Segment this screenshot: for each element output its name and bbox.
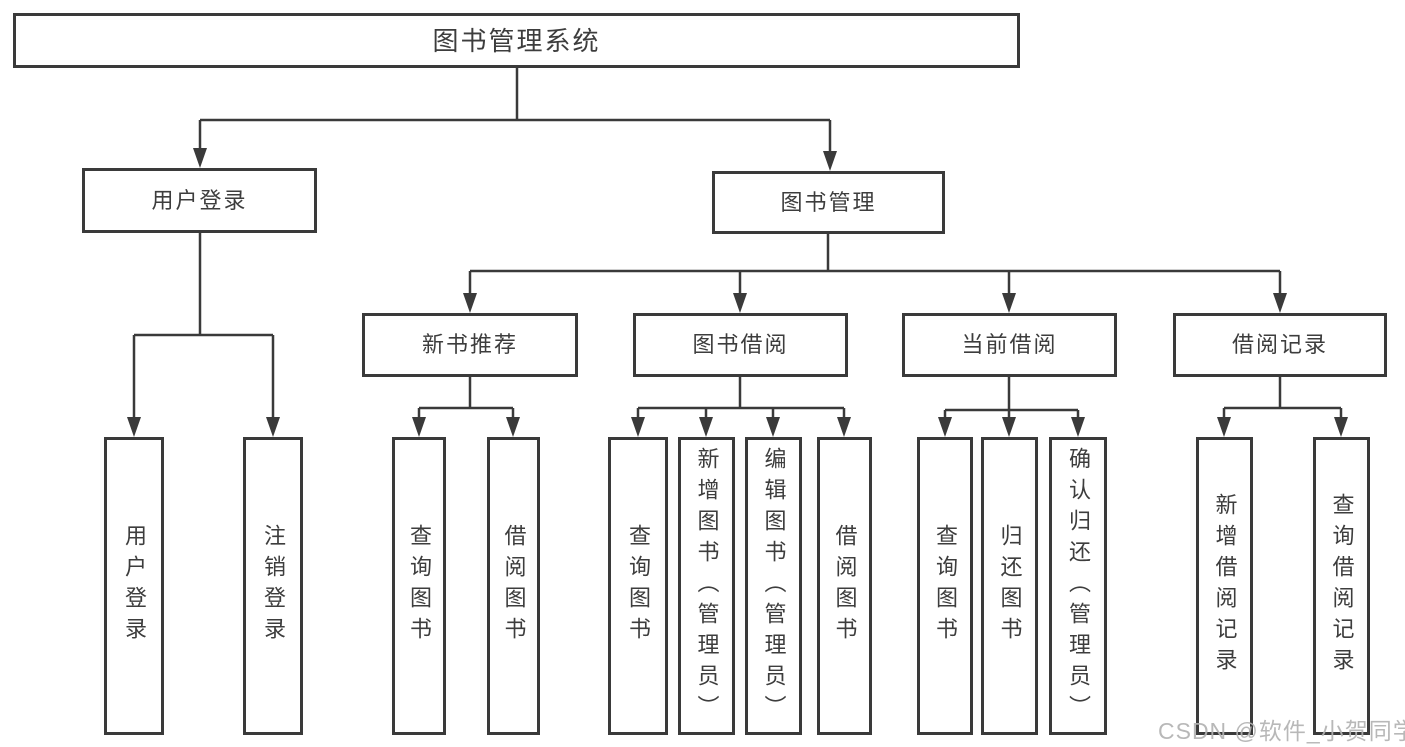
node-current-borrowing: 当前借阅: [902, 313, 1117, 377]
node-new-book-recommendation: 新书推荐: [362, 313, 578, 377]
leaf-add-borrow-record: 新增借阅记录: [1196, 437, 1253, 735]
leaf-query-borrow-record: 查询借阅记录: [1313, 437, 1370, 735]
node-book-borrowing: 图书借阅: [633, 313, 848, 377]
leaf-add-book-admin: 新增图书（管理员）: [678, 437, 735, 735]
leaf-confirm-return-admin: 确认归还（管理员）: [1049, 437, 1107, 735]
leaf-query-books-3: 查询图书: [917, 437, 973, 735]
leaf-borrow-books-1: 借阅图书: [487, 437, 540, 735]
leaf-query-books-2: 查询图书: [608, 437, 668, 735]
leaf-return-books: 归还图书: [981, 437, 1038, 735]
leaf-borrow-books-2: 借阅图书: [817, 437, 872, 735]
leaf-edit-book-admin: 编辑图书（管理员）: [745, 437, 802, 735]
node-user-login: 用户登录: [82, 168, 317, 233]
leaf-user-login: 用户登录: [104, 437, 164, 735]
leaf-logout: 注销登录: [243, 437, 303, 735]
node-library-management-system: 图书管理系统: [13, 13, 1020, 68]
arrowheads: [127, 148, 1348, 437]
node-book-management: 图书管理: [712, 171, 945, 234]
node-borrowing-records: 借阅记录: [1173, 313, 1387, 377]
watermark-text: CSDN @软件_小贺同学: [1158, 718, 1405, 744]
leaf-query-books-1: 查询图书: [392, 437, 446, 735]
